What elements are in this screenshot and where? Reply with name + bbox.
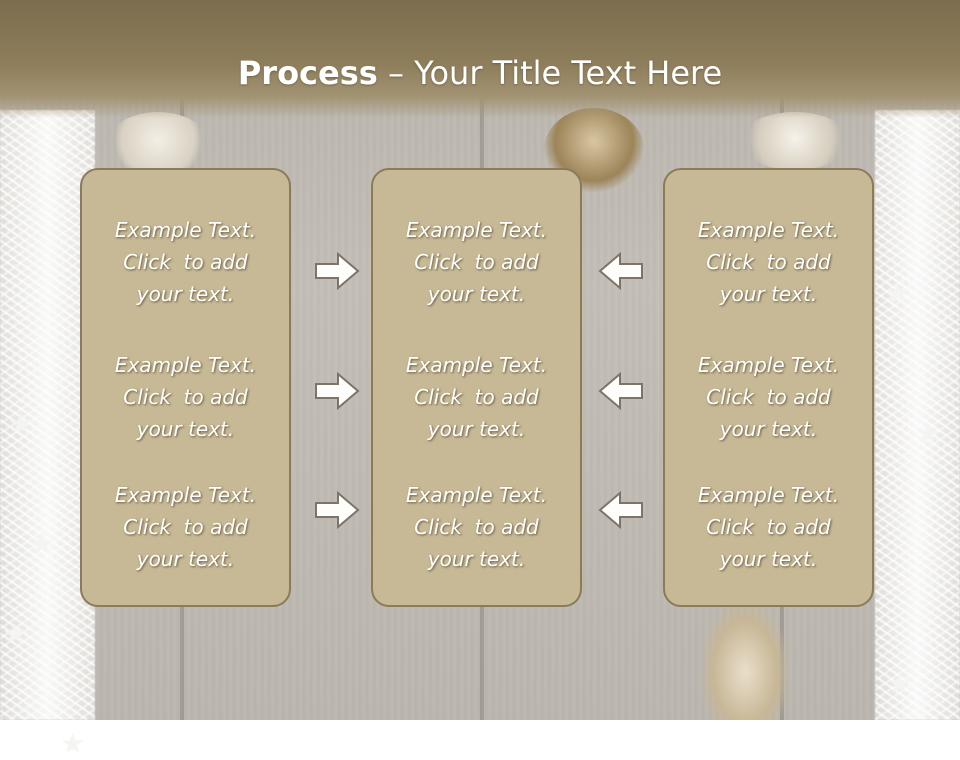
text-line: Example Text. bbox=[405, 483, 548, 507]
text-line: Example Text. bbox=[114, 483, 257, 507]
title-rest: – Your Title Text Here bbox=[377, 54, 723, 92]
title-bold: Process bbox=[237, 54, 378, 92]
text-box-left[interactable]: Example Text. Click to add your text. Ex… bbox=[80, 168, 291, 607]
text-line: your text. bbox=[427, 417, 526, 441]
text-line: Click to add bbox=[414, 385, 539, 409]
right-arrow-icon bbox=[314, 490, 360, 530]
left-arrow-icon bbox=[598, 371, 644, 411]
text-line: Click to add bbox=[706, 250, 831, 274]
star-icon: ★ bbox=[2, 617, 28, 650]
text-line: your text. bbox=[136, 417, 235, 441]
text-block[interactable]: Example Text. Click to add your text. bbox=[373, 349, 580, 445]
text-block[interactable]: Example Text. Click to add your text. bbox=[82, 214, 289, 310]
text-box-center[interactable]: Example Text. Click to add your text. Ex… bbox=[371, 168, 582, 607]
star-icon: ★ bbox=[30, 527, 56, 560]
text-block[interactable]: Example Text. Click to add your text. bbox=[665, 214, 872, 310]
text-line: your text. bbox=[136, 282, 235, 306]
text-line: Click to add bbox=[706, 385, 831, 409]
right-arrow-icon bbox=[314, 371, 360, 411]
text-line: your text. bbox=[719, 417, 818, 441]
snowman-ornament-left bbox=[108, 112, 208, 174]
left-arrow-icon bbox=[598, 251, 644, 291]
text-line: your text. bbox=[427, 282, 526, 306]
text-line: your text. bbox=[136, 547, 235, 571]
right-arrow-icon bbox=[314, 251, 360, 291]
text-block[interactable]: Example Text. Click to add your text. bbox=[373, 214, 580, 310]
text-block[interactable]: Example Text. Click to add your text. bbox=[665, 349, 872, 445]
star-icon: ★ bbox=[887, 667, 913, 700]
star-icon: ★ bbox=[885, 277, 911, 310]
tinsel-garland-right: ★ ★ ★ bbox=[875, 110, 960, 720]
left-arrow-icon bbox=[598, 490, 644, 530]
text-line: Click to add bbox=[414, 515, 539, 539]
text-block[interactable]: Example Text. Click to add your text. bbox=[82, 349, 289, 445]
title-band bbox=[0, 0, 960, 118]
text-line: Example Text. bbox=[114, 218, 257, 242]
text-line: Example Text. bbox=[114, 353, 257, 377]
text-line: Click to add bbox=[123, 250, 248, 274]
text-line: Example Text. bbox=[697, 483, 840, 507]
text-line: Click to add bbox=[123, 385, 248, 409]
star-icon: ★ bbox=[915, 417, 941, 450]
text-line: Click to add bbox=[414, 250, 539, 274]
text-line: Click to add bbox=[706, 515, 831, 539]
text-line: your text. bbox=[427, 547, 526, 571]
text-line: Example Text. bbox=[697, 218, 840, 242]
text-line: Example Text. bbox=[405, 218, 548, 242]
text-line: your text. bbox=[719, 547, 818, 571]
text-box-right[interactable]: Example Text. Click to add your text. Ex… bbox=[663, 168, 874, 607]
tree-ornament bbox=[700, 600, 790, 720]
text-block[interactable]: Example Text. Click to add your text. bbox=[82, 479, 289, 575]
snowman-ornament-right bbox=[740, 112, 850, 170]
star-icon: ★ bbox=[60, 727, 86, 760]
star-icon: ★ bbox=[8, 407, 34, 440]
text-line: Example Text. bbox=[405, 353, 548, 377]
text-line: Click to add bbox=[123, 515, 248, 539]
text-block[interactable]: Example Text. Click to add your text. bbox=[665, 479, 872, 575]
text-line: your text. bbox=[719, 282, 818, 306]
text-line: Example Text. bbox=[697, 353, 840, 377]
text-block[interactable]: Example Text. Click to add your text. bbox=[373, 479, 580, 575]
slide-title[interactable]: Process – Your Title Text Here bbox=[0, 54, 960, 92]
